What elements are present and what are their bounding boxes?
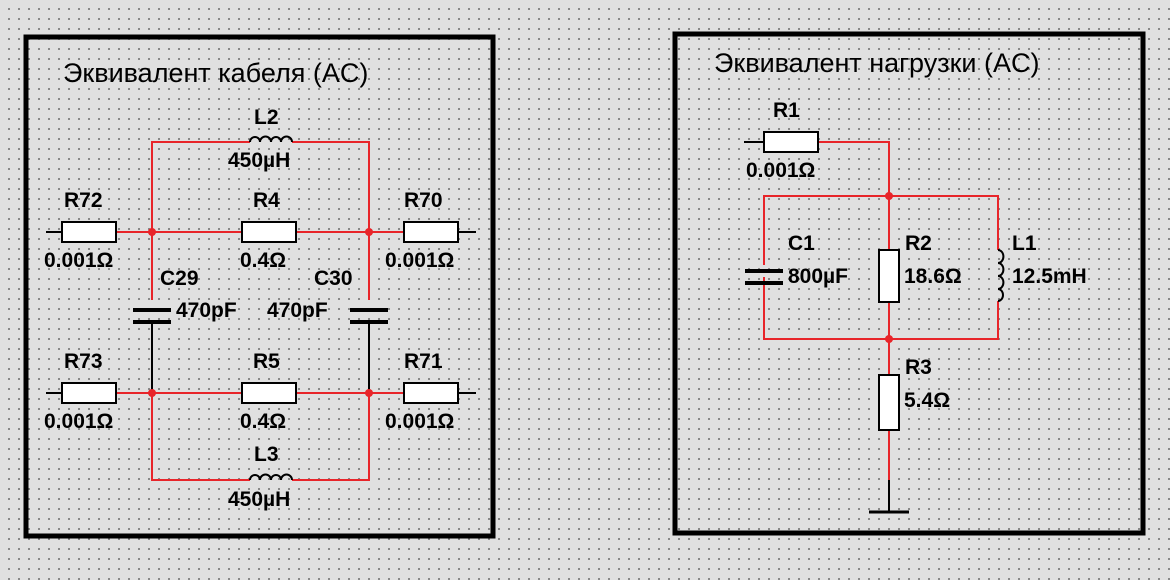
cable-active-wires <box>116 141 404 481</box>
r73-name: R73 <box>64 350 103 373</box>
load-active-wires <box>763 141 999 480</box>
r72-value: 0.001Ω <box>44 249 113 272</box>
c30-value: 470pF <box>267 299 328 322</box>
r3-value: 5.4Ω <box>904 389 950 412</box>
cable-equivalent-panel: Эквивалент кабеля (AC) L2 450µH <box>23 34 496 539</box>
l1-name: L1 <box>1012 232 1037 255</box>
c29-value: 470pF <box>176 299 237 322</box>
r72-name: R72 <box>64 189 103 212</box>
c1-value: 800µF <box>788 265 848 288</box>
inductor-icon <box>249 135 293 143</box>
capacitor-icon <box>350 308 388 324</box>
r4-value: 0.4Ω <box>240 249 286 272</box>
r73-value: 0.001Ω <box>44 410 113 433</box>
l2-name: L2 <box>254 106 279 129</box>
resistor-r72[interactable]: R72 0.001Ω <box>44 189 117 272</box>
r1-name: R1 <box>773 99 800 122</box>
junction-node <box>885 335 893 343</box>
resistor-r1[interactable]: R1 0.001Ω <box>746 99 819 182</box>
junction-node <box>885 192 893 200</box>
cable-panel-frame <box>23 34 496 539</box>
resistor-icon <box>403 382 459 404</box>
inductor-icon <box>997 249 1005 302</box>
junction-node <box>148 228 156 236</box>
cable-junctions <box>148 228 373 397</box>
r5-name: R5 <box>253 350 280 373</box>
inductor-l1[interactable]: L1 12.5mH <box>997 232 1087 302</box>
resistor-icon <box>241 221 297 243</box>
l3-name: L3 <box>254 443 279 466</box>
r1-value: 0.001Ω <box>746 159 815 182</box>
r2-name: R2 <box>905 232 932 255</box>
capacitor-c1[interactable]: C1 800µF <box>745 232 848 288</box>
capacitor-icon <box>133 308 171 324</box>
resistor-r73[interactable]: R73 0.001Ω <box>44 350 117 433</box>
l3-value: 450µH <box>228 488 290 511</box>
r4-name: R4 <box>253 189 280 212</box>
capacitor-c30[interactable]: C30 470pF <box>267 267 388 324</box>
resistor-icon <box>763 131 819 153</box>
cable-passive-wires <box>46 231 476 394</box>
r70-value: 0.001Ω <box>385 249 454 272</box>
resistor-r70[interactable]: R70 0.001Ω <box>385 189 459 272</box>
resistor-r2[interactable]: R2 18.6Ω <box>878 232 962 303</box>
resistor-r3[interactable]: R3 5.4Ω <box>878 356 950 431</box>
load-panel-frame <box>672 31 1146 536</box>
load-passive-wires <box>744 141 890 512</box>
resistor-icon <box>241 382 297 404</box>
resistor-icon <box>403 221 459 243</box>
inductor-l2[interactable]: L2 450µH <box>228 106 293 172</box>
l2-value: 450µH <box>228 149 290 172</box>
r5-value: 0.4Ω <box>240 410 286 433</box>
resistor-r5[interactable]: R5 0.4Ω <box>240 350 297 433</box>
resistor-r4[interactable]: R4 0.4Ω <box>240 189 297 272</box>
load-panel-title: Эквивалент нагрузки (AC) <box>714 48 1040 78</box>
inductor-l3[interactable]: L3 450µH <box>228 443 293 511</box>
junction-node <box>365 389 373 397</box>
c1-name: C1 <box>788 232 815 255</box>
resistor-icon <box>878 249 900 303</box>
resistor-icon <box>878 374 900 431</box>
r71-name: R71 <box>404 350 443 373</box>
junction-node <box>148 389 156 397</box>
r3-name: R3 <box>905 356 932 379</box>
resistor-icon <box>61 382 117 404</box>
junction-node <box>365 228 373 236</box>
resistor-icon <box>61 221 117 243</box>
inductor-icon <box>249 473 293 481</box>
load-equivalent-panel: Эквивалент нагрузки (AC) R1 0.001Ω <box>672 31 1146 536</box>
r71-value: 0.001Ω <box>385 410 454 433</box>
c30-name: C30 <box>314 267 353 290</box>
l1-value: 12.5mH <box>1012 265 1087 288</box>
capacitor-icon <box>745 269 783 285</box>
r70-name: R70 <box>404 189 443 212</box>
load-junctions <box>885 192 893 343</box>
c29-name: C29 <box>160 267 199 290</box>
resistor-r71[interactable]: R71 0.001Ω <box>385 350 459 433</box>
capacitor-c29[interactable]: C29 470pF <box>133 267 237 324</box>
cable-panel-title: Эквивалент кабеля (AC) <box>63 58 368 88</box>
r2-value: 18.6Ω <box>904 265 962 288</box>
